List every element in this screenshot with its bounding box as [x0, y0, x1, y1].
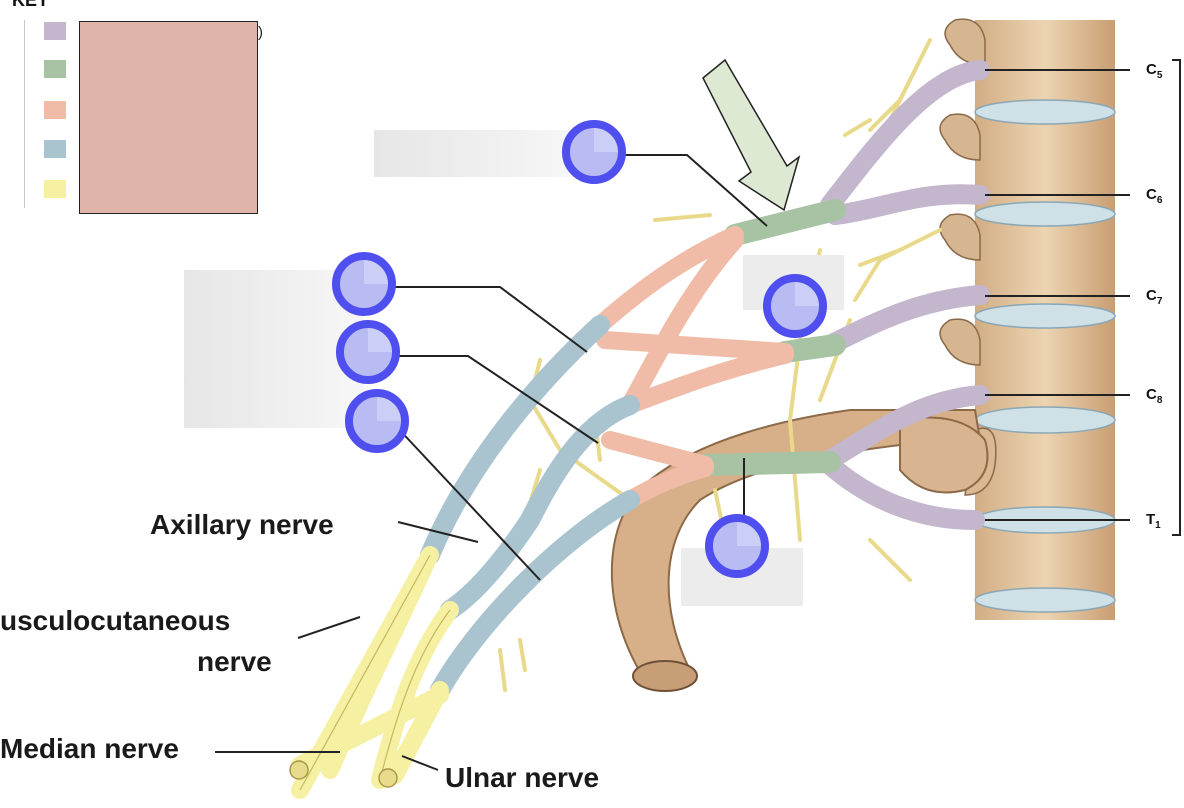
label-median-nerve: Median nerve [0, 733, 179, 764]
label-ulnar-nerve: Ulnar nerve [445, 762, 600, 793]
hotspot-trunk[interactable] [562, 120, 626, 184]
label-axillary-nerve: Axillary nerve [150, 509, 334, 540]
key-swatch-divisions [44, 101, 66, 119]
hotspot-middle-trunk[interactable] [763, 274, 827, 338]
key-text-fragment: ) [258, 24, 263, 41]
label-musculocutaneous-nerve-line1: usculocutaneous [0, 605, 231, 636]
key-cover-box [79, 21, 258, 214]
roots [820, 60, 990, 530]
hotspot-posterior-cord[interactable] [336, 320, 400, 384]
divisions [591, 226, 794, 509]
level-c6: C6 [1146, 186, 1163, 206]
label-musculocutaneous-nerve-line2: nerve [197, 646, 272, 677]
highlight-arrow [702, 58, 801, 212]
key-title: KEY [12, 0, 50, 10]
key-divider [24, 20, 25, 208]
level-c7: C7 [1146, 287, 1163, 307]
cords [420, 315, 640, 700]
vertebral-column [939, 18, 1116, 620]
hotspot-lower-trunk[interactable] [705, 514, 769, 578]
key-swatch-roots [44, 22, 66, 40]
hotspot-medial-cord[interactable] [345, 389, 409, 453]
level-c8: C8 [1146, 386, 1163, 406]
key-swatch-cords [44, 140, 66, 158]
level-c5: C5 [1146, 61, 1163, 81]
key-swatch-branches [44, 180, 66, 198]
hotspot-lateral-cord[interactable] [332, 252, 396, 316]
terminal-branches [291, 546, 459, 799]
key-swatch-trunks [44, 60, 66, 78]
level-t1: T1 [1146, 511, 1161, 531]
